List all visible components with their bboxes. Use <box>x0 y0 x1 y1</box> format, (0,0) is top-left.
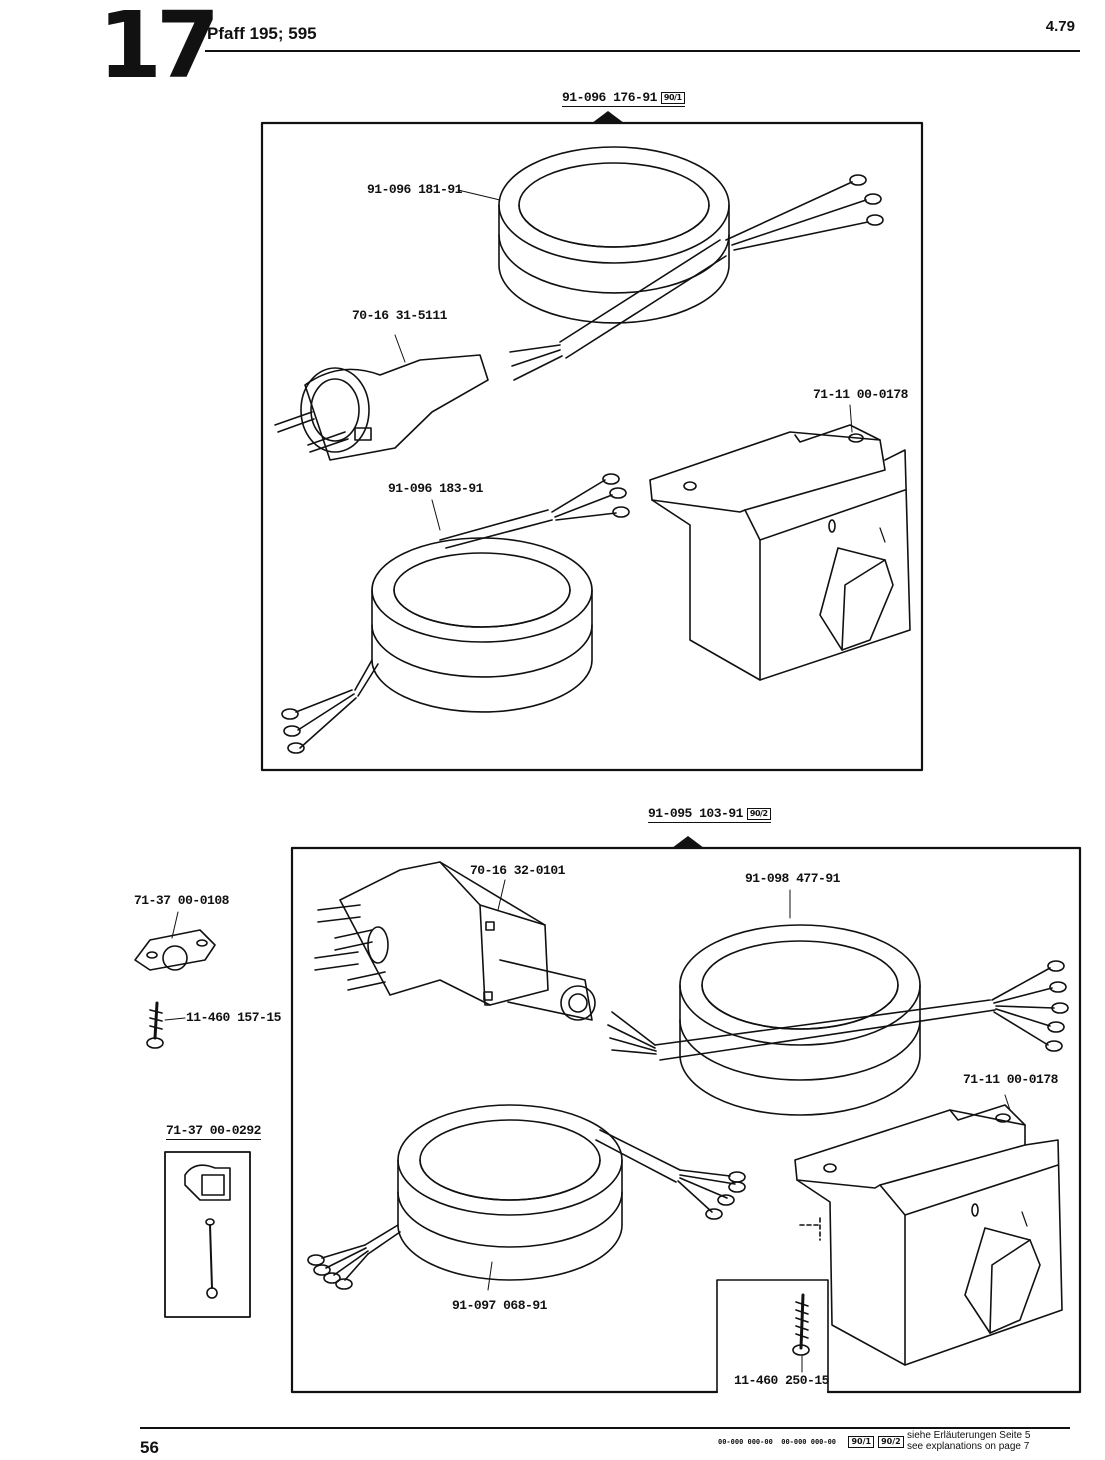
footer-note-en: see explanations on page 7 <box>907 1441 1030 1452</box>
bottom-screw-drawing <box>792 1293 810 1373</box>
bottom-cable-lower-drawing <box>307 1104 746 1291</box>
top-cable-lower-label: 91-096 183-91 <box>388 481 483 496</box>
page-number: 56 <box>140 1438 159 1457</box>
top-assembly-part-number-text: 91-096 176-91 <box>562 90 657 105</box>
top-assembly-frame <box>260 111 924 772</box>
small-screw-label: 11-460 157-15 <box>186 1010 281 1025</box>
footer-badge-a: 90/1 <box>848 1436 875 1448</box>
clamp-label: 71-37 00-0108 <box>134 893 229 908</box>
header-rule <box>205 50 1080 52</box>
bottom-cable-upper-drawing <box>607 889 1069 1116</box>
clip-box <box>164 1151 251 1318</box>
footer-note-de: siehe Erläuterungen Seite 5 <box>907 1430 1031 1441</box>
footer-notes: siehe Erläuterungen Seite 5 see explanat… <box>907 1430 1030 1452</box>
bottom-screw-label: 11-460 250-15 <box>734 1373 829 1388</box>
footer-rule <box>140 1427 1070 1429</box>
bottom-assembly-frame <box>290 836 1082 1394</box>
top-plug-label: 70-16 31-5111 <box>352 308 447 323</box>
top-plug-drawing <box>274 334 489 461</box>
bottom-switch-drawing <box>794 1094 1063 1366</box>
top-cable-upper-drawing <box>457 146 884 381</box>
bottom-plug-drawing <box>314 861 596 1021</box>
clip-box-title: 71-37 00-0292 <box>166 1123 261 1140</box>
footer-code-a: 00-000 000-00 <box>718 1438 773 1446</box>
bottom-plug-label: 70-16 32-0101 <box>470 863 565 878</box>
bottom-cable-upper-label: 91-098 477-91 <box>745 871 840 886</box>
edition-date: 4.79 <box>1045 18 1075 35</box>
bottom-switch-label: 71-11 00-0178 <box>963 1072 1058 1087</box>
top-cable-lower-drawing <box>281 473 630 754</box>
top-assembly-badge: 90/1 <box>660 91 685 104</box>
bottom-cable-lower-label: 91-097 068-91 <box>452 1298 547 1313</box>
bottom-assembly-part-number-text: 91-095 103-91 <box>648 806 743 821</box>
footer-badge-b: 90/2 <box>878 1436 904 1448</box>
clamp-drawing <box>134 911 216 971</box>
footer-code-b: 00-000 000-00 <box>781 1438 837 1446</box>
small-screw-drawing <box>146 1001 186 1049</box>
bottom-assembly-badge: 90/2 <box>746 807 771 820</box>
top-cable-upper-label: 91-096 181-91 <box>367 182 462 197</box>
section-number: 17 <box>98 0 220 99</box>
top-switch-drawing <box>649 404 911 681</box>
model-title: Pfaff 195; 595 <box>207 24 317 43</box>
top-switch-label: 71-11 00-0178 <box>813 387 908 402</box>
